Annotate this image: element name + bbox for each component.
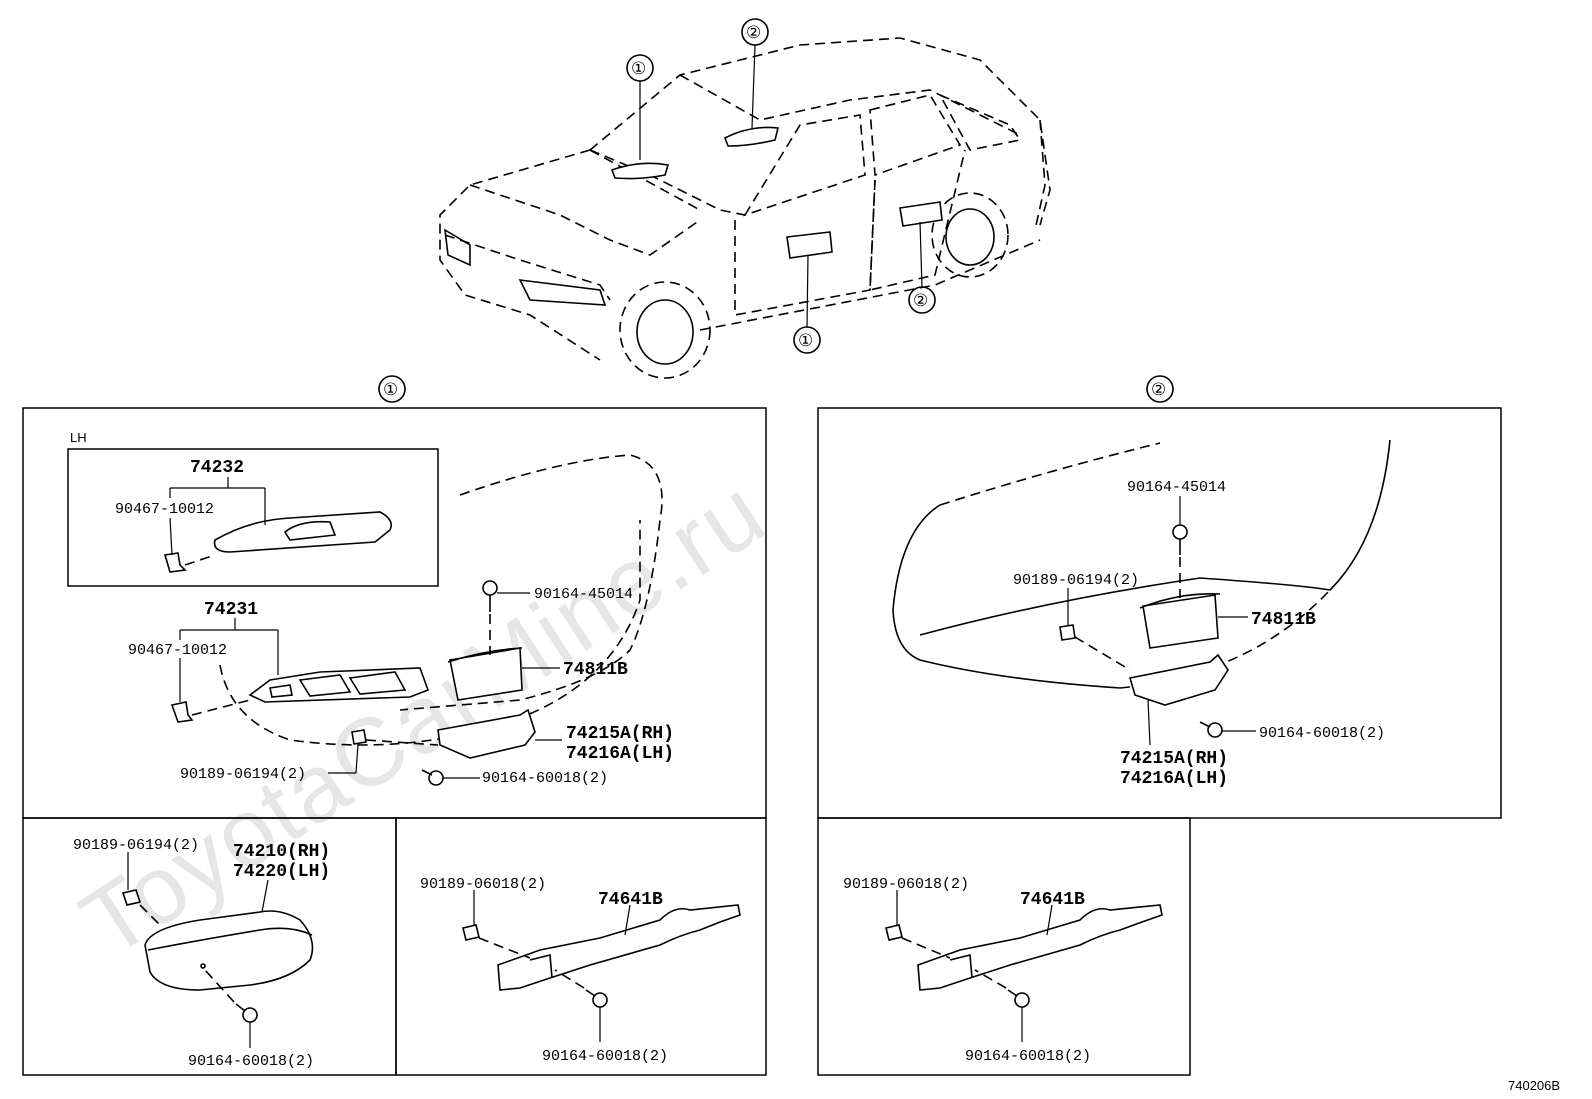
- panel-a-parts: [121, 889, 314, 1023]
- lh-inset-box: [67, 448, 439, 587]
- panel-c-parts: [885, 904, 1163, 1008]
- section2-callout: ②: [1151, 380, 1166, 399]
- label-74641B-panel-c: 74641B: [1020, 890, 1085, 910]
- section1-leaders: [169, 477, 562, 779]
- label-90164-45014-s2: 90164-45014: [1127, 479, 1226, 496]
- label-74216A-s2: 74216A(LH): [1120, 769, 1228, 789]
- lh-label: LH: [70, 430, 87, 445]
- car-callouts: ① ② ① ②: [626, 18, 936, 354]
- label-90189-panel-c: 90189-06018(2): [843, 876, 969, 893]
- label-90164-60018-s1: 90164-60018(2): [482, 770, 608, 787]
- label-90189-s2: 90189-06194(2): [1013, 572, 1139, 589]
- label-74232: 74232: [190, 458, 244, 478]
- callout-1-top: ①: [631, 59, 646, 78]
- label-90164-60018-s2: 90164-60018(2): [1259, 725, 1385, 742]
- label-90467-inset: 90467-10012: [115, 501, 214, 518]
- label-74220: 74220(LH): [233, 862, 330, 882]
- panel-a-leaders: [127, 852, 269, 1048]
- panel-b-leaders: [473, 890, 631, 1042]
- label-74641B-panel-b: 74641B: [598, 890, 663, 910]
- label-90467: 90467-10012: [128, 642, 227, 659]
- car-illustration: [439, 37, 1051, 379]
- label-74215A-s2: 74215A(RH): [1120, 749, 1228, 769]
- section1-parts: [163, 454, 663, 786]
- label-90164-panel-c: 90164-60018(2): [965, 1048, 1091, 1065]
- label-90189-s1: 90189-06194(2): [180, 766, 306, 783]
- section2-parts: [892, 439, 1391, 738]
- label-74210: 74210(RH): [233, 842, 330, 862]
- panel-b-parts: [462, 904, 741, 1008]
- panel-c-leaders: [896, 890, 1053, 1042]
- panel-b-box: [395, 817, 767, 1076]
- label-90164-panel-b: 90164-60018(2): [542, 1048, 668, 1065]
- diagram-code: 740206B: [1508, 1078, 1560, 1093]
- label-74216A-s1: 74216A(LH): [566, 744, 674, 764]
- callout-1-bottom: ①: [798, 331, 813, 350]
- label-74215A-s1: 74215A(RH): [566, 724, 674, 744]
- label-74811B-s1: 74811B: [563, 660, 628, 680]
- label-90164-45014-s1: 90164-45014: [534, 586, 633, 603]
- label-90189-panel-b: 90189-06018(2): [420, 876, 546, 893]
- section1-callout: ①: [383, 380, 398, 399]
- label-74231: 74231: [204, 600, 258, 620]
- label-90189-panel-a: 90189-06194(2): [73, 837, 199, 854]
- callout-2-top: ②: [746, 23, 761, 42]
- label-90164-panel-a: 90164-60018(2): [188, 1053, 314, 1070]
- label-74811B-s2: 74811B: [1251, 610, 1316, 630]
- callout-2-bottom: ②: [913, 291, 928, 310]
- panel-c-box: [817, 817, 1191, 1076]
- section2-leaders: [1067, 496, 1256, 746]
